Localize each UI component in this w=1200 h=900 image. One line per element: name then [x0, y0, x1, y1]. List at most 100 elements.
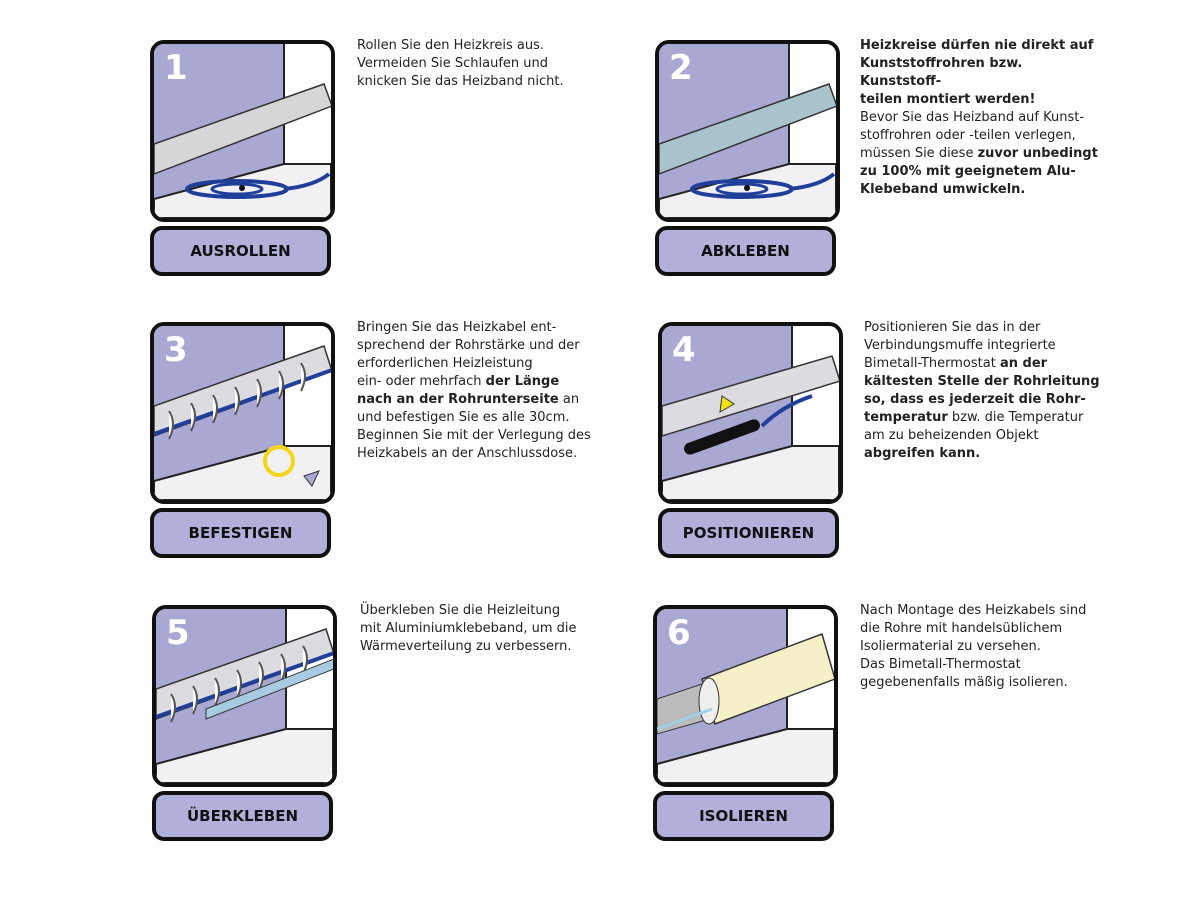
text-line: gegebenenfalls mäßig isolieren. [860, 674, 1100, 692]
text: stoffrohren oder -teilen verlegen, [860, 128, 1076, 143]
step-number: 3 [164, 330, 188, 370]
text-line: mit Aluminiumklebeband, um die [360, 620, 600, 638]
step-number: 2 [669, 48, 693, 88]
text-line: Isoliermaterial zu versehen. [860, 638, 1100, 656]
bold-text: zuvor unbedingt [977, 146, 1098, 161]
bold-text: Heizkreise dürfen nie direkt auf [860, 38, 1094, 53]
step-illustration: 4 [658, 322, 843, 504]
text-line: Beginnen Sie mit der Verlegung des [357, 427, 597, 445]
step-label: AUSROLLEN [150, 226, 331, 276]
text: Überkleben Sie die Heizleitung [360, 603, 561, 618]
text-line: sprechend der Rohrstärke und der [357, 337, 597, 355]
text: ein- oder mehrfach [357, 374, 486, 389]
text: Positionieren Sie das in der [864, 320, 1041, 335]
illustration [154, 44, 331, 218]
text: Wärmeverteilung zu verbessern. [360, 639, 572, 654]
text-line: stoffrohren oder -teilen verlegen, [860, 127, 1100, 145]
step-number: 5 [166, 613, 190, 653]
text-line: nach an der Rohrunterseite an [357, 391, 597, 409]
text-line: Bimetall-Thermostat an der [864, 355, 1104, 373]
text-line: am zu beheizenden Objekt [864, 427, 1104, 445]
bold-text: temperatur [864, 410, 948, 425]
text: Rollen Sie den Heizkreis aus. [357, 38, 545, 53]
text-line: temperatur bzw. die Temperatur [864, 409, 1104, 427]
bold-text: nach an der Rohrunterseite [357, 392, 559, 407]
text-line: abgreifen kann. [864, 445, 1104, 463]
text: am zu beheizenden Objekt [864, 428, 1039, 443]
text: Bringen Sie das Heizkabel ent- [357, 320, 557, 335]
text: Isoliermaterial zu versehen. [860, 639, 1041, 654]
text-line: Rollen Sie den Heizkreis aus. [357, 37, 597, 55]
step-6-text: Nach Montage des Heizkabels sind die Rohr… [860, 602, 1100, 692]
text: müssen Sie diese [860, 146, 978, 161]
bold-text: kältesten Stelle der Rohrleitung [864, 374, 1100, 389]
text-line: Bringen Sie das Heizkabel ent- [357, 319, 597, 337]
text-line: Das Bimetall-Thermostat [860, 656, 1100, 674]
illustration [156, 609, 333, 783]
text-line: ein- oder mehrfach der Länge [357, 373, 597, 391]
step-illustration: 2 [655, 40, 840, 222]
text: die Rohre mit handelsüblichem [860, 621, 1063, 636]
text: an [558, 392, 580, 407]
step-label: ÜBERKLEBEN [152, 791, 333, 841]
bold-text: an der [999, 356, 1048, 371]
text: bzw. die Temperatur [947, 410, 1084, 425]
text-line: Heizkreise dürfen nie direkt auf [860, 37, 1100, 55]
text-line: Verbindungsmuffe integrierte [864, 337, 1104, 355]
step-label: POSITIONIEREN [658, 508, 839, 558]
text-line: erforderlichen Heizleistung [357, 355, 597, 373]
step-number: 6 [667, 613, 691, 653]
step-label: ABKLEBEN [655, 226, 836, 276]
bold-text: der Länge [485, 374, 560, 389]
illustration [154, 326, 331, 500]
bold-text: zu 100% mit geeignetem Alu- [860, 164, 1076, 179]
text: Das Bimetall-Thermostat [860, 657, 1021, 672]
bold-text: Klebeband umwickeln. [860, 182, 1026, 197]
step-number: 4 [672, 330, 696, 370]
text: sprechend der Rohrstärke und der [357, 338, 580, 353]
text-line: Wärmeverteilung zu verbessern. [360, 638, 600, 656]
bold-text: teilen montiert werden! [860, 92, 1036, 107]
bold-text: abgreifen kann. [864, 446, 981, 461]
text-line: Bevor Sie das Heizband auf Kunst- [860, 109, 1100, 127]
text: gegebenenfalls mäßig isolieren. [860, 675, 1068, 690]
text: und befestigen Sie es alle 30cm. [357, 410, 570, 425]
text-line: Klebeband umwickeln. [860, 181, 1100, 199]
text: Vermeiden Sie Schlaufen und [357, 56, 549, 71]
text: Nach Montage des Heizkabels sind [860, 603, 1087, 618]
text-line: müssen Sie diese zuvor unbedingt [860, 145, 1100, 163]
step-number: 1 [164, 48, 188, 88]
illustration [657, 609, 834, 783]
text: erforderlichen Heizleistung [357, 356, 533, 371]
illustration [659, 44, 836, 218]
text: Heizkabels an der Anschlussdose. [357, 446, 578, 461]
text-line: und befestigen Sie es alle 30cm. [357, 409, 597, 427]
bold-text: so, dass es jederzeit die Rohr- [864, 392, 1086, 407]
text-line: Vermeiden Sie Schlaufen und [357, 55, 597, 73]
text-line: Heizkabels an der Anschlussdose. [357, 445, 597, 463]
text: knicken Sie das Heizband nicht. [357, 74, 564, 89]
text: Verbindungsmuffe integrierte [864, 338, 1056, 353]
step-label: ISOLIEREN [653, 791, 834, 841]
text-line: so, dass es jederzeit die Rohr- [864, 391, 1104, 409]
text-line: Überkleben Sie die Heizleitung [360, 602, 600, 620]
step-label: BEFESTIGEN [150, 508, 331, 558]
text-line: knicken Sie das Heizband nicht. [357, 73, 597, 91]
text: Bimetall-Thermostat [864, 356, 1000, 371]
text-line: teilen montiert werden! [860, 91, 1100, 109]
text-line: Positionieren Sie das in der [864, 319, 1104, 337]
text: Bevor Sie das Heizband auf Kunst- [860, 110, 1085, 125]
text: Beginnen Sie mit der Verlegung des [357, 428, 591, 443]
step-illustration: 1 [150, 40, 335, 222]
step-illustration: 3 [150, 322, 335, 504]
step-5-text: Überkleben Sie die Heizleitung mit Alumin… [360, 602, 600, 656]
text-line: Kunststoffrohren bzw. Kunststoff- [860, 55, 1100, 91]
step-illustration: 6 [653, 605, 838, 787]
bold-text: Kunststoffrohren bzw. Kunststoff- [860, 56, 1023, 89]
step-3-text: Bringen Sie das Heizkabel ent-sprechend … [357, 319, 597, 463]
text: mit Aluminiumklebeband, um die [360, 621, 577, 636]
text-line: kältesten Stelle der Rohrleitung [864, 373, 1104, 391]
